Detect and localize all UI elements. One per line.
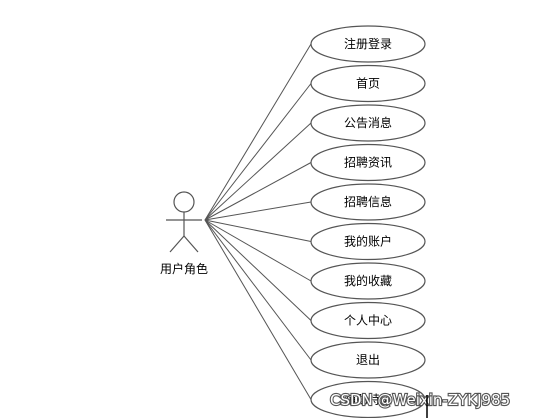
actor-left-leg — [169, 235, 185, 253]
use-case-ellipse — [310, 262, 426, 300]
use-case-label: 公告消息 — [344, 115, 392, 130]
use-case-ellipse — [310, 222, 426, 261]
use-case: 公告消息 — [310, 104, 426, 142]
association-line — [204, 83, 312, 221]
use-case-ellipse — [310, 341, 426, 379]
actor-right-leg — [183, 235, 199, 253]
watermark-text: CSDN @Weixin-ZYKJ985 — [330, 391, 510, 409]
use-case: 招聘资讯 — [310, 143, 426, 182]
use-case: 退出 — [310, 341, 426, 379]
use-case-label: 注册登录 — [344, 36, 392, 51]
association-line — [204, 219, 312, 242]
use-case: 注册登录 — [310, 25, 426, 63]
association-line — [204, 201, 312, 221]
use-case-ellipse — [310, 301, 426, 340]
use-case: 辅助特运 — [310, 380, 426, 418]
association-line — [204, 219, 312, 400]
use-case-ellipse — [310, 143, 426, 182]
actor-head — [173, 191, 195, 213]
use-case: 我的账户 — [310, 222, 426, 261]
use-case-label: 我的账户 — [344, 234, 392, 249]
association-line — [204, 219, 312, 282]
use-case-label: 招聘资讯 — [344, 156, 392, 170]
use-case-ellipse — [310, 183, 426, 221]
watermark: CSDN @Weixin-ZYKJ985 — [329, 390, 511, 418]
association-line — [204, 43, 312, 221]
use-case: 个人中心 — [310, 301, 426, 340]
association-line — [204, 219, 312, 321]
use-case-label: 招聘信息 — [344, 194, 392, 209]
use-case: 我的收藏 — [310, 262, 426, 300]
association-line — [204, 162, 312, 221]
use-case-label: 我的收藏 — [344, 273, 392, 288]
use-case-ellipse — [310, 25, 426, 63]
actor-label: 用户角色 — [160, 261, 208, 276]
use-case-label: 退出 — [356, 353, 380, 367]
use-case-ellipse — [310, 64, 426, 103]
association-line — [204, 219, 312, 361]
use-case-ellipse — [310, 104, 426, 142]
use-case: 首页 — [310, 64, 426, 103]
association-lines — [204, 43, 312, 400]
use-case-label: 首页 — [356, 77, 380, 91]
use-case: 招聘信息 — [310, 183, 426, 221]
use-case-label: 个人中心 — [344, 313, 392, 328]
actor-figure: 用户角色 — [160, 191, 208, 276]
association-line — [204, 122, 312, 221]
use-case-label: 辅助特运 — [344, 392, 392, 407]
